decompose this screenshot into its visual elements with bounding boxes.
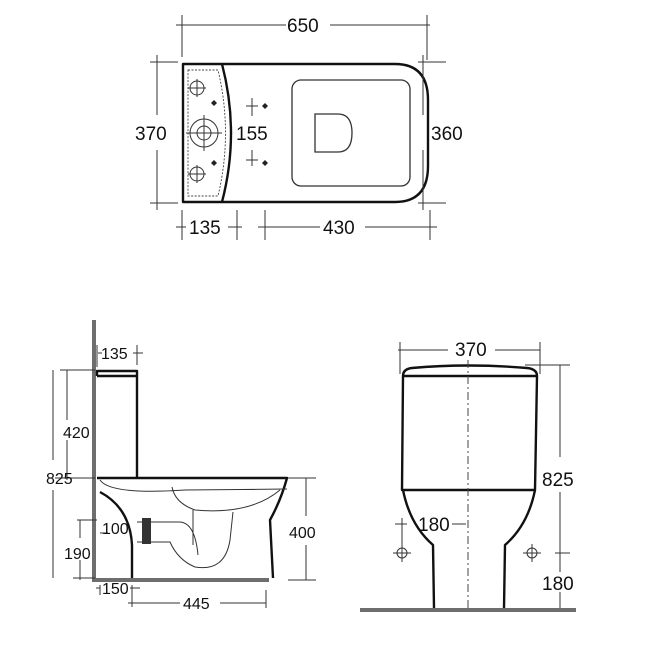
dim-seat-height: 400	[289, 525, 316, 542]
outlet-trap	[142, 518, 151, 544]
fixing-hole-icon	[393, 544, 411, 562]
outlet-valve-icon	[186, 115, 222, 151]
dim-wall-gap: 135	[101, 346, 128, 363]
dim-tank-depth: 135	[189, 218, 221, 239]
bowl-inner	[99, 479, 288, 569]
cistern-side	[95, 369, 139, 478]
dim-base-length: 445	[183, 596, 210, 613]
dim-fixing-height: 180	[542, 574, 574, 595]
tank-outline	[220, 63, 233, 203]
dim-overall-height-front: 825	[542, 470, 574, 491]
fixing-hole-icon	[523, 544, 541, 562]
fixing-ticks	[246, 98, 258, 166]
wall	[92, 320, 96, 582]
top-view: 650 370 360 155 135 430	[135, 15, 463, 240]
cistern-front	[400, 364, 539, 492]
bowl-side	[97, 476, 289, 579]
floor-side	[95, 578, 269, 582]
tap-hole-icon	[188, 165, 206, 183]
tap-hole-icon	[188, 79, 206, 97]
seat-opening	[314, 113, 353, 153]
seat-outline	[291, 79, 411, 187]
dim-bowl-projection: 430	[323, 218, 355, 239]
dim-width: 370	[455, 340, 487, 361]
front-view: 370 825 180 180	[360, 340, 576, 612]
tank-inner-outline	[187, 69, 226, 197]
dim-outlet-from-wall: 150	[102, 581, 129, 598]
pedestal-front	[401, 489, 537, 609]
side-view: 135 420 825 100 190 150 445 400	[46, 320, 316, 613]
dim-outlet-centre: 190	[64, 546, 91, 563]
dim-lines-top	[150, 15, 446, 240]
dim-bowl-width: 360	[431, 124, 463, 145]
top-outline	[181, 62, 430, 204]
floor-front	[360, 608, 576, 612]
fixing-point-icons	[211, 100, 268, 166]
dim-overall-length: 650	[287, 16, 319, 37]
dim-fixing-offset: 180	[418, 515, 450, 536]
dim-overall-height: 825	[46, 471, 73, 488]
dim-fixing-spacing: 155	[236, 124, 268, 145]
dim-lines-side	[52, 345, 316, 608]
dim-outlet-height: 100	[102, 521, 129, 538]
dim-tank-width: 370	[135, 124, 167, 145]
dim-lines-front	[395, 342, 570, 608]
dim-tank-height: 420	[63, 425, 90, 442]
